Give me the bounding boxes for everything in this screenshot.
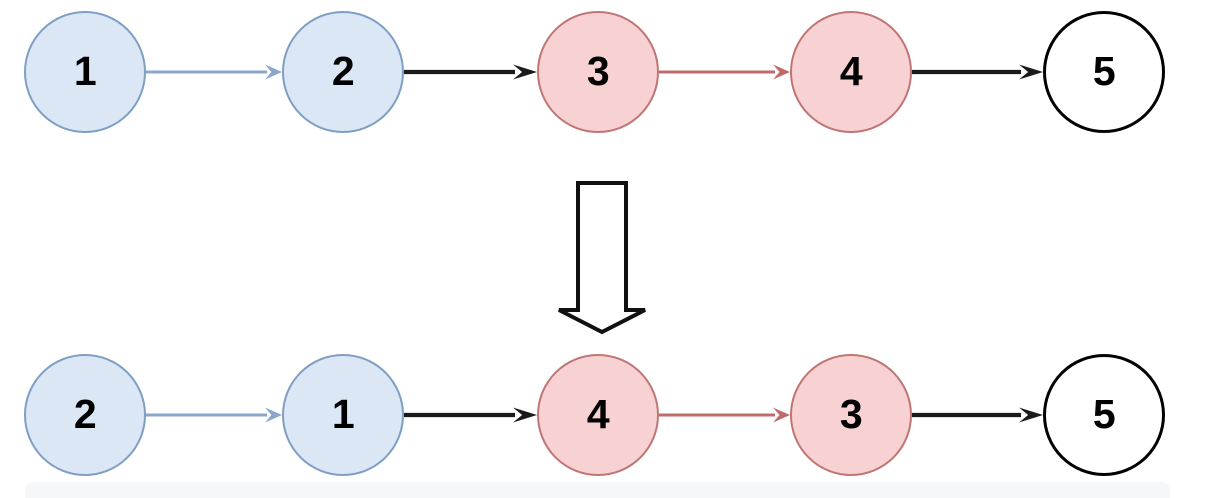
edge-after-1-to-4 xyxy=(404,407,537,423)
node-label: 4 xyxy=(586,391,610,437)
edge-after-4-to-3 xyxy=(659,407,790,423)
node-after-2[interactable]: 2 xyxy=(24,354,146,476)
node-before-2[interactable]: 2 xyxy=(282,11,404,133)
edge-before-3-to-4 xyxy=(659,64,790,80)
node-label: 2 xyxy=(73,391,97,437)
node-after-4[interactable]: 4 xyxy=(537,354,659,476)
node-after-1[interactable]: 1 xyxy=(282,354,404,476)
bottom-panel-band xyxy=(25,482,1170,498)
edge-before-1-to-2 xyxy=(146,64,282,80)
node-label: 5 xyxy=(1092,391,1116,437)
edge-before-4-to-5 xyxy=(912,64,1043,80)
edge-after-3-to-5 xyxy=(912,407,1043,423)
node-label: 1 xyxy=(331,391,355,437)
node-after-3[interactable]: 3 xyxy=(790,354,912,476)
block-down-arrow-icon xyxy=(558,181,646,335)
node-label: 3 xyxy=(839,391,863,437)
edge-after-2-to-1 xyxy=(146,407,282,423)
edge-before-2-to-3 xyxy=(404,64,537,80)
node-after-5[interactable]: 5 xyxy=(1043,354,1165,476)
